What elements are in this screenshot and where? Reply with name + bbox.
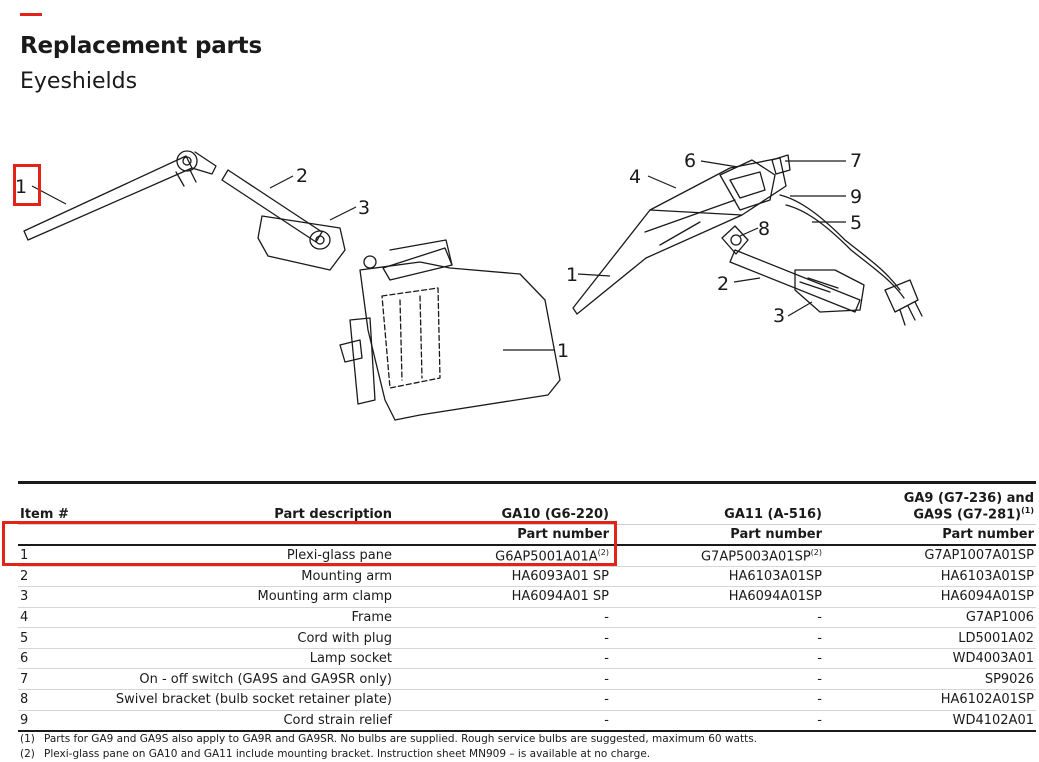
footnote-1: (1)Parts for GA9 and GA9S also apply to … [20,733,758,745]
callout-right-1: 1 [566,264,578,286]
page-title: Replacement parts [20,33,262,59]
page-subtitle: Eyeshields [20,69,138,94]
table-row: 5 Cord with plug - - LD5001A02 [18,628,1036,649]
mounting-arm-shape [23,155,193,241]
table-row: 6 Lamp socket - - WD4003A01 [18,648,1036,669]
arm-pivot-shape [176,150,198,172]
callout-right-8: 8 [758,218,770,240]
table-row: 3 Mounting arm clamp HA6094A01 SP HA6094… [18,587,1036,608]
column-header-ga10: GA10 (G6-220) [501,507,609,522]
footnotes: (1)Parts for GA9 and GA9S also apply to … [20,732,757,761]
swivel-bracket-shape [721,225,749,255]
right-clamp-shape [794,269,865,313]
accent-rule [20,13,42,16]
callout-left-pane-1: 1 [557,340,569,362]
table-row: 2 Mounting arm HA6093A01 SP HA6103A01SP … [18,566,1036,587]
callout-right-4: 4 [629,166,641,188]
right-arm-shape [729,249,861,313]
parts-table: Item # Part description GA10 (G6-220) GA… [18,481,1036,732]
table-subheader-row: Part number Part number Part number [18,524,1036,546]
arm-clamp-shape [257,215,346,271]
callout-right-2: 2 [717,273,729,295]
callout-right-9: 9 [850,186,862,208]
eyeshield-illustration: 1 2 3 1 6 7 4 9 5 8 1 2 3 [15,150,923,421]
callout-left-2: 2 [296,165,308,187]
frame-shape [572,157,787,315]
table-row: 8 Swivel bracket (bulb socket retainer p… [18,690,1036,711]
table-row: 9 Cord strain relief - - WD4102A01 [18,710,1036,731]
plexi-pane-shape [359,261,561,421]
table-row: 1 Plexi-glass pane G6AP5001A01A(2) G7AP5… [18,545,1036,566]
column-header-item: Item # [20,507,69,522]
subheader-part-number-ga10: Part number [517,527,609,542]
callout-right-6: 6 [684,150,696,172]
column-header-description: Part description [274,507,392,522]
callout-left-3: 3 [358,197,370,219]
callout-right-3: 3 [773,305,785,327]
table-row: 7 On - off switch (GA9S and GA9SR only) … [18,669,1036,690]
callout-right-5: 5 [850,212,862,234]
lamp-socket-shape [719,159,776,211]
column-header-ga11: GA11 (A-516) [724,507,822,522]
subheader-part-number-ga11: Part number [730,527,822,542]
subheader-part-number-ga9: Part number [942,527,1034,542]
callout-right-7: 7 [850,150,862,172]
table-header-row: Item # Part description GA10 (G6-220) GA… [18,482,1036,525]
column-header-ga9: GA9 (G7-236) and GA9S (G7-281)(1) [903,490,1034,522]
table-row: 4 Frame - - G7AP1006 [18,607,1036,628]
cord-shape [779,194,901,291]
callout-left-1: 1 [15,176,27,198]
footnote-2: (2)Plexi-glass pane on GA10 and GA11 inc… [20,747,651,760]
